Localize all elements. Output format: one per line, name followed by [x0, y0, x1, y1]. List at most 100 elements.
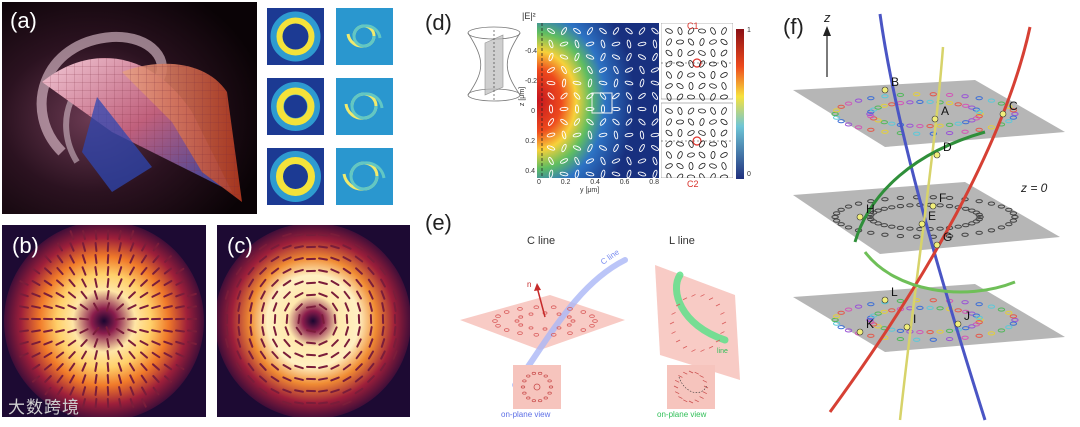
spiral-tile-1 — [336, 8, 393, 65]
field-arrow — [128, 319, 136, 320]
point-label: H — [866, 202, 875, 216]
spiral-tile-2 — [336, 78, 393, 135]
plane-polarization-mark — [838, 326, 844, 329]
singularity-point — [882, 297, 888, 303]
panel-d-label: (d) — [425, 10, 452, 36]
ring-tile-2 — [267, 78, 324, 135]
panel-e: (e) C line L line n C line line on-plane… — [425, 205, 765, 425]
panel-f: (f) z z = 0 ABCDEFGHIJKL — [775, 2, 1075, 425]
l-on-plane-view — [667, 365, 715, 409]
panel-d-x-label: y [μm] — [580, 187, 599, 194]
c-view-caption: on-plane view — [501, 410, 550, 419]
c1-label: C1 — [687, 21, 699, 31]
field-arrow — [176, 330, 184, 331]
panel-d-x-ticks: 00.20.40.60.8 — [537, 179, 659, 186]
plane-z0-label: z = 0 — [1020, 181, 1048, 195]
field-arrow — [382, 327, 383, 335]
field-arrow — [298, 315, 299, 323]
panel-e-diagram: n C line line — [455, 245, 765, 425]
point-label: J — [964, 309, 970, 323]
c2-label: C2 — [687, 179, 699, 189]
field-arrow — [32, 330, 40, 331]
singularity-point — [904, 324, 910, 330]
field-arrow — [96, 231, 97, 239]
point-label: A — [941, 104, 949, 118]
singularity-point — [934, 152, 940, 158]
field-arrow — [188, 331, 196, 332]
field-arrow — [307, 343, 315, 344]
field-arrow — [319, 378, 327, 379]
point-label: I — [913, 312, 916, 326]
spiral-tile-3 — [336, 148, 393, 205]
field-arrow — [370, 327, 371, 335]
panel-a-surface-plot — [2, 2, 257, 214]
field-arrow — [226, 303, 227, 311]
field-arrow — [20, 306, 28, 307]
panel-d-heatmap — [537, 23, 659, 178]
normal-tag: n — [527, 280, 531, 289]
singularity-point — [932, 116, 938, 122]
field-arrow — [20, 331, 28, 332]
panel-d-zoom-insets — [661, 23, 733, 178]
field-arrow — [44, 330, 52, 331]
singularity-point — [882, 87, 888, 93]
panel-d-y-label: z [μm] — [519, 87, 526, 106]
singularity-point — [934, 242, 940, 248]
colorbar-bottom: 0 — [747, 171, 751, 178]
singularity-point — [857, 214, 863, 220]
point-label: B — [891, 75, 899, 89]
field-arrow — [335, 315, 336, 323]
field-arrow — [116, 319, 124, 320]
field-arrow — [107, 291, 108, 299]
field-arrow — [164, 330, 172, 331]
field-arrow — [96, 243, 97, 251]
field-arrow — [395, 327, 396, 335]
point-label: K — [866, 317, 874, 331]
singularity-point — [919, 221, 925, 227]
singularity-point — [1000, 111, 1006, 117]
field-arrow — [238, 327, 239, 335]
field-arrow — [95, 375, 96, 383]
panel-c-label: (c) — [227, 233, 253, 259]
field-arrow — [108, 255, 109, 263]
point-label: E — [928, 209, 936, 223]
point-label: C — [1009, 99, 1018, 113]
field-arrow — [307, 306, 315, 307]
panel-b-label: (b) — [12, 233, 39, 259]
field-arrow — [95, 363, 96, 371]
field-arrow — [108, 363, 109, 371]
ring-tile-1 — [267, 8, 324, 65]
panel-f-diagram: z z = 0 ABCDEFGHIJKL — [775, 2, 1075, 425]
field-arrow — [108, 375, 109, 383]
field-intensity-label: |E|² — [522, 11, 536, 21]
field-arrow — [95, 255, 96, 263]
panel-b: (b) — [2, 225, 206, 417]
field-arrow — [188, 306, 196, 307]
singularity-point — [930, 203, 936, 209]
field-arrow — [108, 267, 109, 275]
field-arrow — [295, 402, 303, 403]
panel-d-y-ticks: -0.4-0.200.20.4 — [525, 37, 535, 187]
field-arrow — [319, 258, 327, 259]
panel-a: (a) — [2, 2, 257, 214]
field-arrow — [394, 303, 395, 311]
field-arrow — [250, 327, 251, 335]
watermark: 大数跨境 — [8, 393, 80, 418]
field-arrow — [96, 399, 97, 407]
field-arrow — [319, 246, 327, 247]
field-arrow — [80, 319, 88, 320]
field-arrow — [95, 267, 96, 275]
z-axis-label: z — [823, 10, 831, 25]
l-line-tag: line — [717, 348, 728, 355]
panel-c: (c) — [217, 225, 410, 417]
panel-d: (d) |E|² -0.4-0.200.20.4 z [μm] — [425, 5, 755, 195]
field-arrow — [108, 279, 109, 287]
point-label: F — [939, 191, 946, 205]
c-on-plane-view — [513, 365, 561, 409]
l-view-caption: on-plane view — [657, 410, 706, 419]
field-arrow — [319, 403, 327, 404]
point-label: D — [943, 140, 952, 154]
field-arrow — [176, 306, 184, 307]
field-arrow — [108, 351, 109, 359]
field-arrow — [319, 235, 327, 236]
